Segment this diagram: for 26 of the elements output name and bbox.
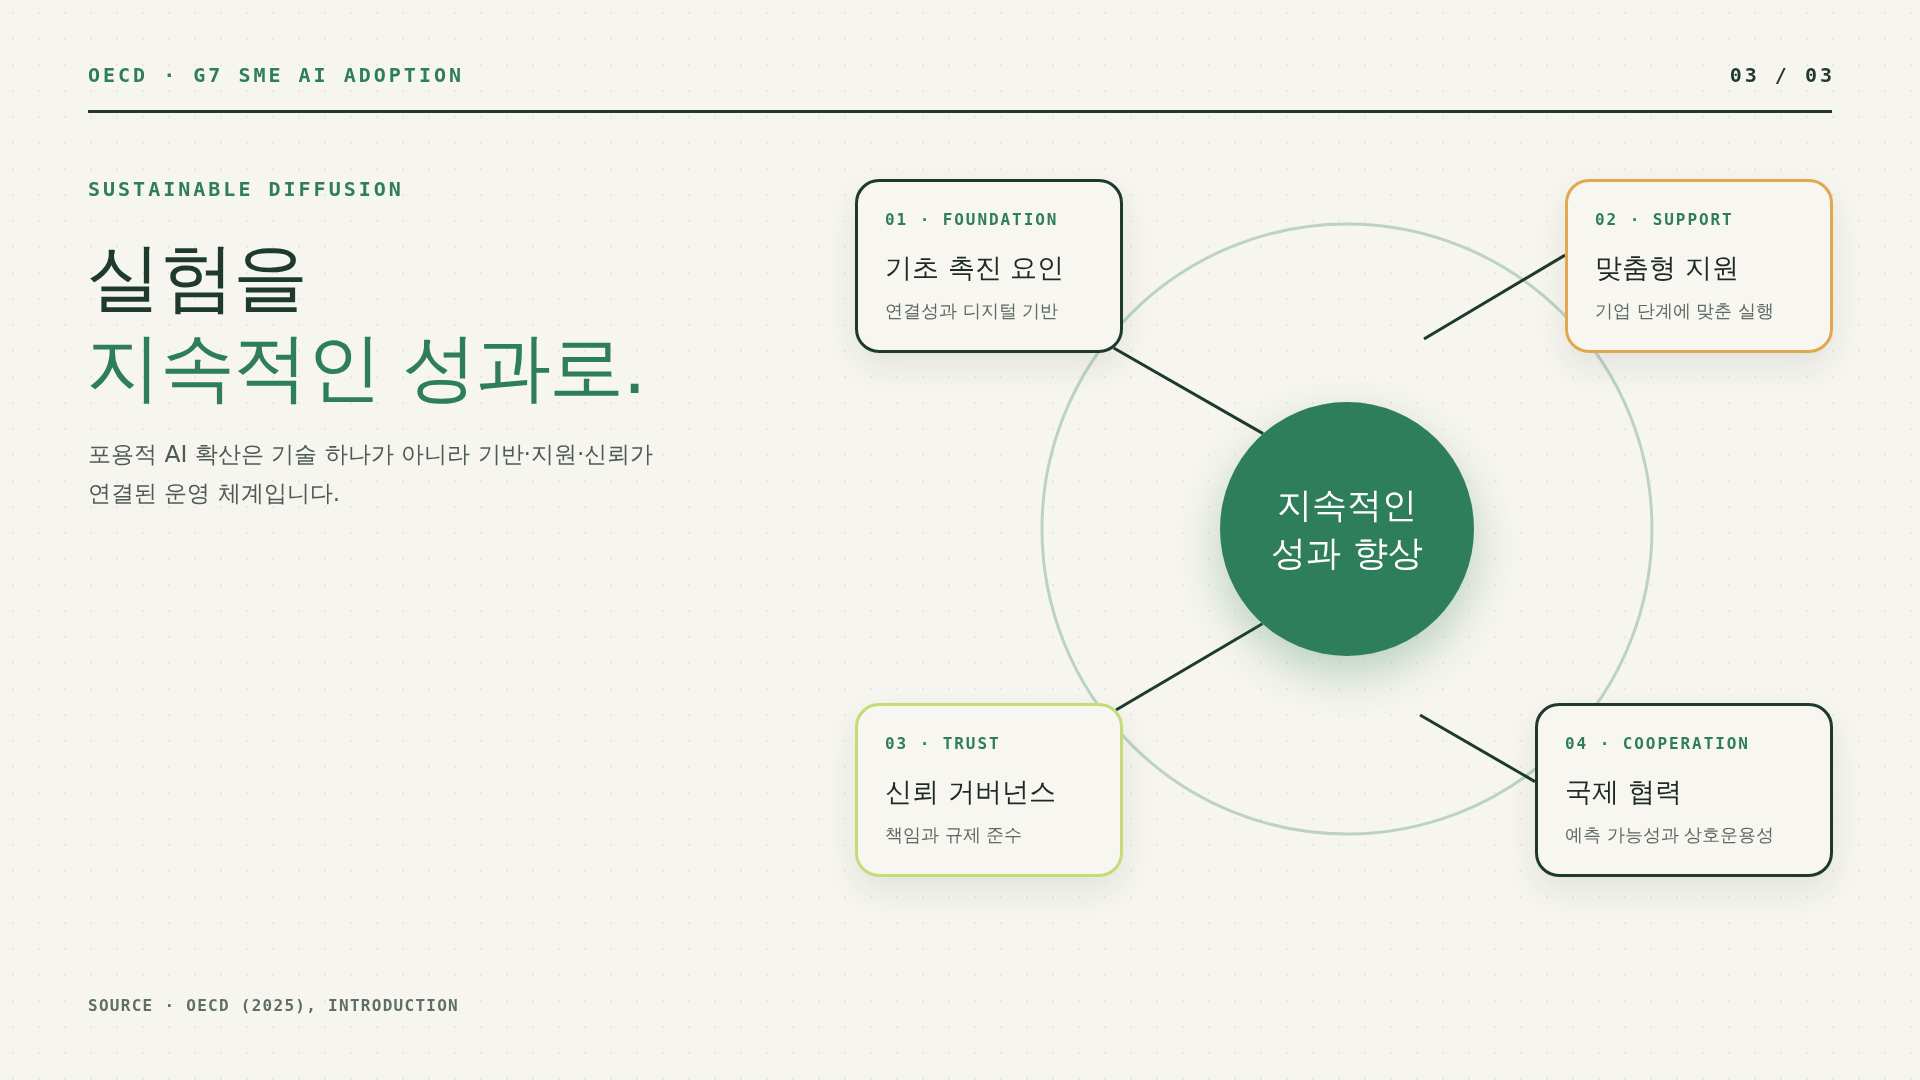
pillar-card — [855, 703, 1123, 877]
card-tag: 03 · TRUST — [885, 734, 1100, 754]
pillar-card — [1565, 179, 1833, 353]
header-kicker: OECD · G7 SME AI ADOPTION — [88, 62, 465, 88]
hub-label: 지속적인 성과 향상 — [1270, 484, 1424, 575]
pillar-card — [1535, 703, 1833, 877]
page-counter: 03 / 03 — [1729, 62, 1835, 88]
card-subtitle: 책임과 규제 준수 — [885, 823, 1024, 847]
card-subtitle: 예측 가능성과 상호운용성 — [1565, 823, 1776, 847]
connector-line — [1423, 253, 1566, 341]
headline: 실험을 지속적인 성과로. — [86, 232, 646, 412]
section-eyebrow: SUSTAINABLE DIFFUSION — [88, 176, 404, 202]
card-title: 국제 협력 — [1565, 775, 1683, 809]
card-title: 맞춤형 지원 — [1595, 251, 1740, 285]
card-tag: 04 · COOPERATION — [1565, 734, 1810, 754]
card-title: 신뢰 거버넌스 — [885, 775, 1057, 809]
card-title: 기초 촉진 요인 — [885, 251, 1066, 285]
source-note: SOURCE · OECD (2025), INTRODUCTION — [88, 996, 460, 1016]
card-subtitle: 연결성과 디지털 기반 — [885, 299, 1060, 323]
connector-line — [1115, 622, 1264, 712]
card-tag: 02 · SUPPORT — [1595, 210, 1810, 230]
connector-line — [1112, 346, 1264, 435]
lead-paragraph: 포용적 AI 확산은 기술 하나가 아니라 기반·지원·신뢰가 연결된 운영 체계입니다. — [88, 439, 655, 509]
card-subtitle: 기업 단계에 맞춘 실행 — [1595, 299, 1776, 323]
card-tag: 01 · FOUNDATION — [885, 210, 1100, 230]
pillar-card — [855, 179, 1123, 353]
